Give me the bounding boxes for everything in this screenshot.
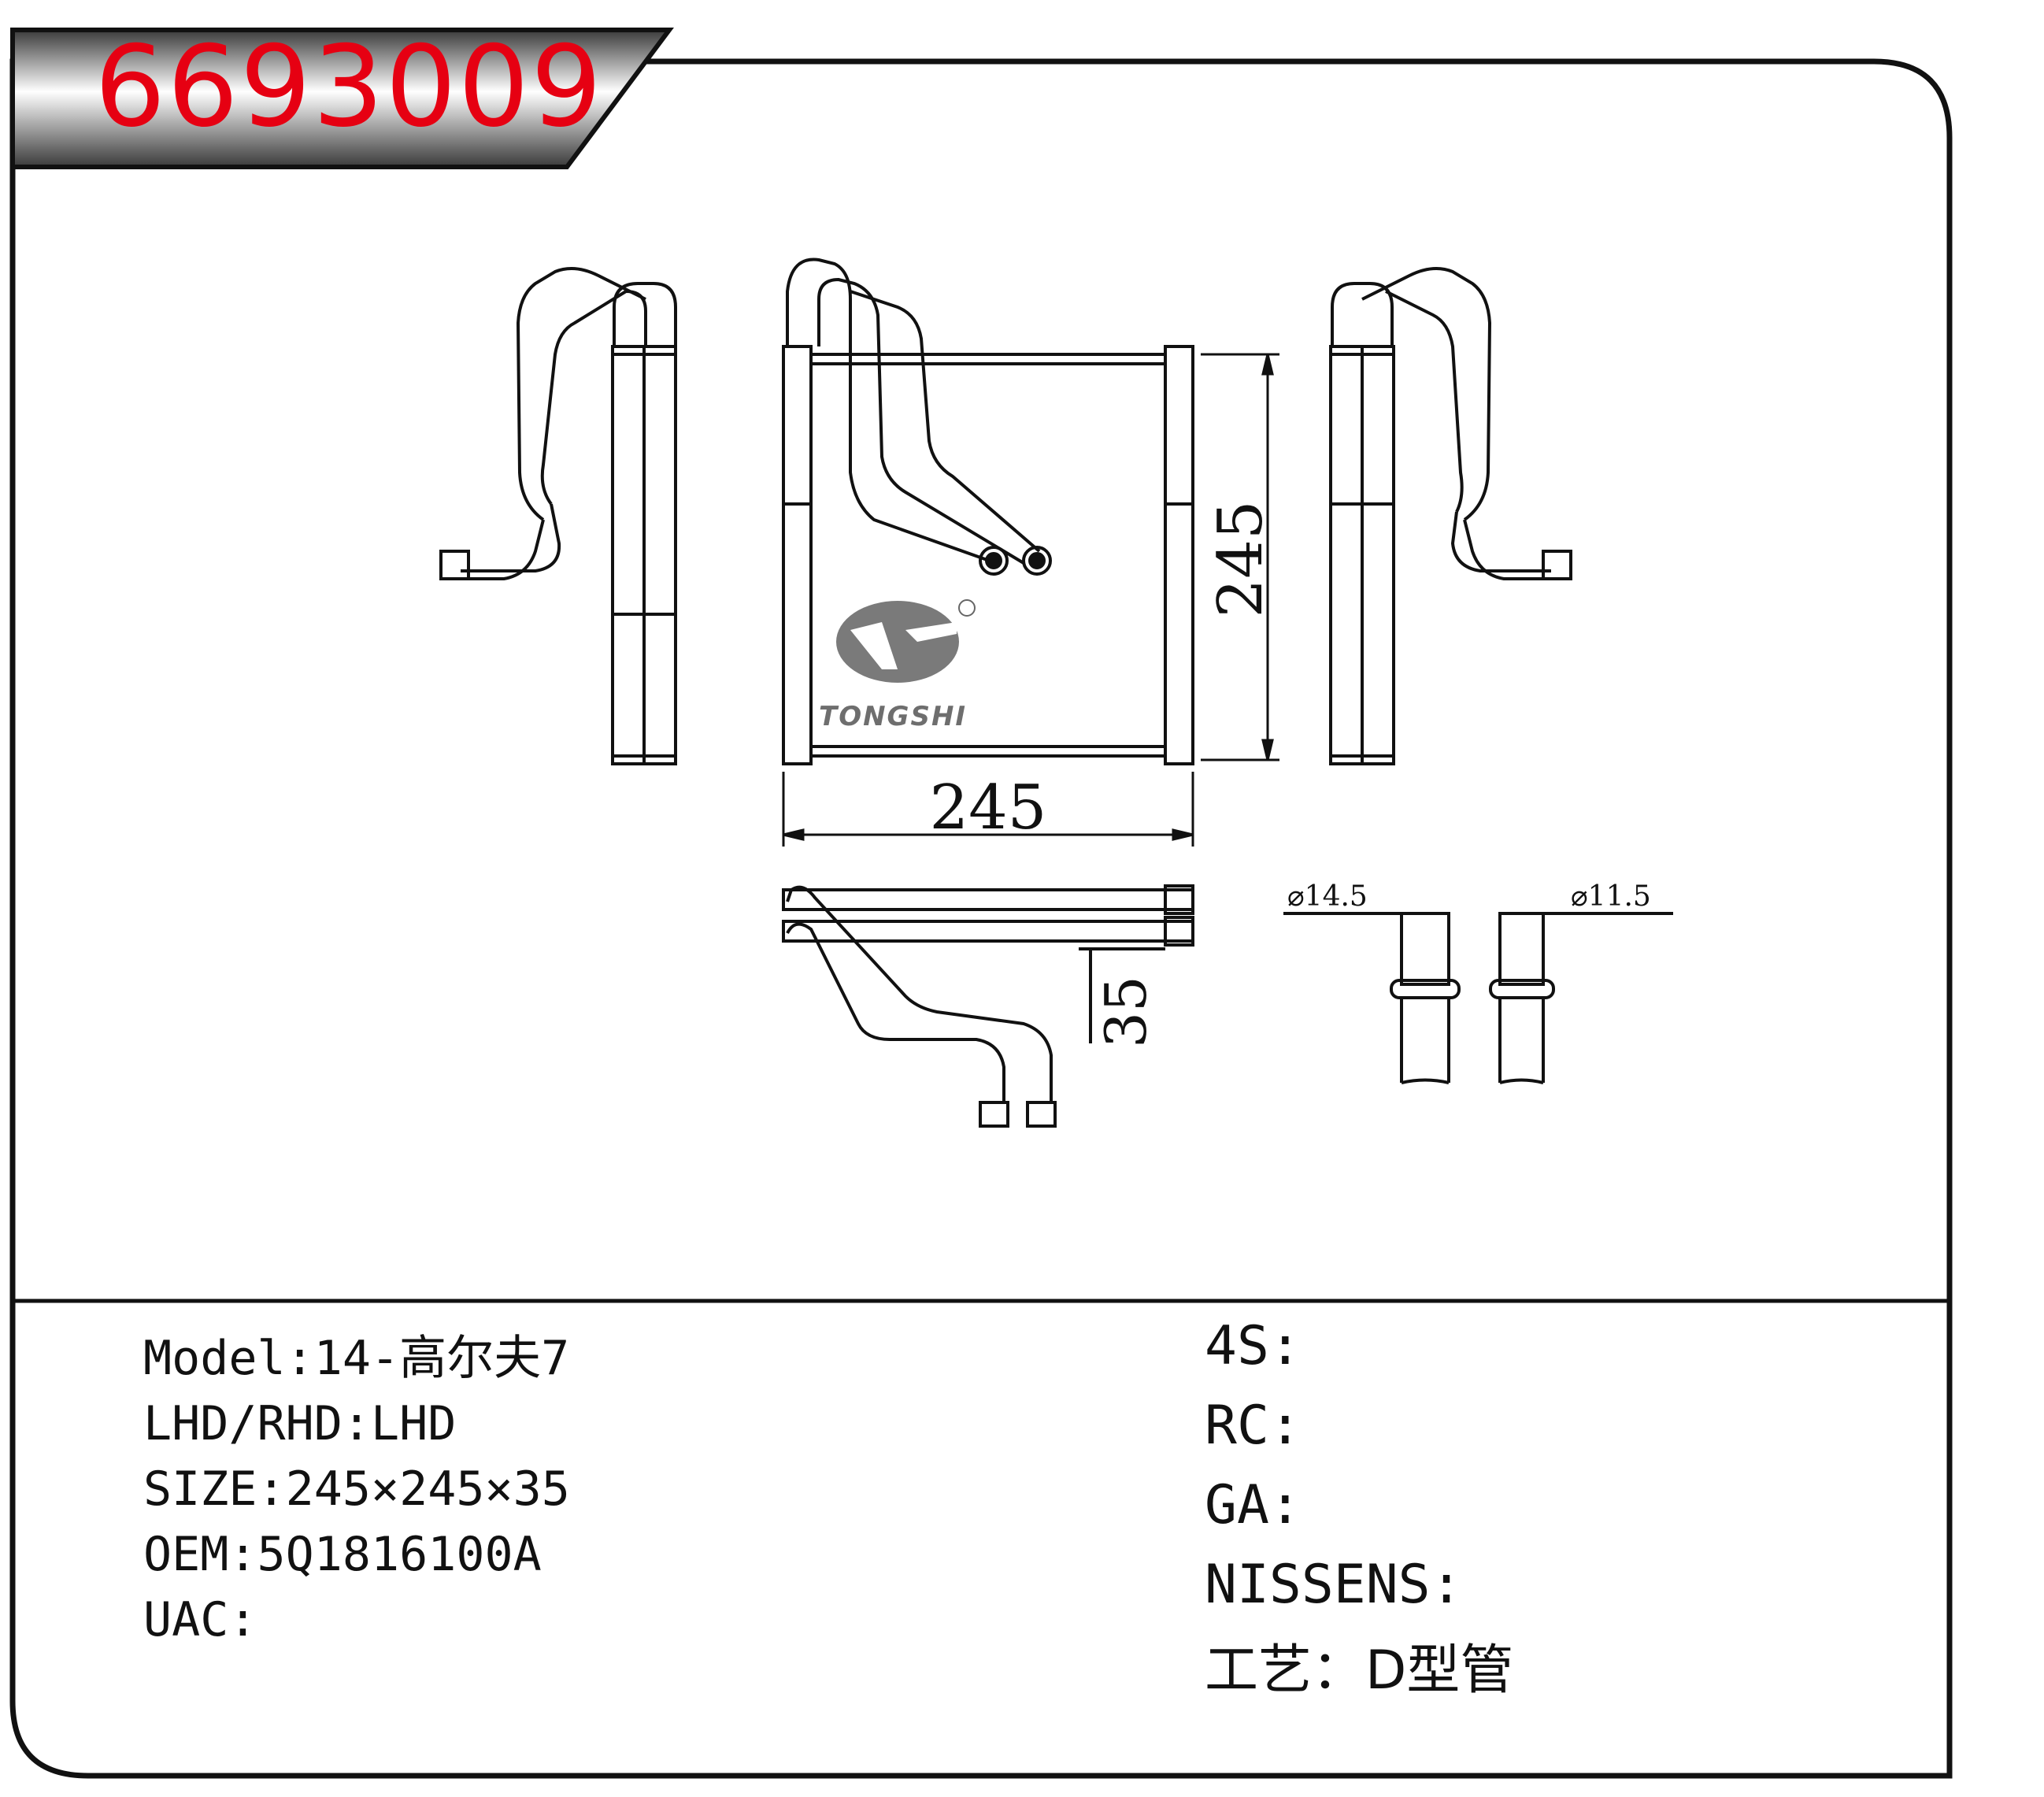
spec-oem: OEM:5Q1816100A (143, 1527, 542, 1582)
pipe-ends (1283, 912, 1673, 1084)
spec-ga: GA: (1205, 1474, 1302, 1536)
spec-rc: RC: (1205, 1395, 1302, 1457)
brand-name: TONGSHI (819, 701, 968, 732)
top-view (782, 884, 1194, 1128)
spec-model: Model:14-高尔夫7 (143, 1331, 570, 1386)
part-number: 6693009 (94, 22, 604, 152)
spec-process: 工艺：D型管 (1205, 1640, 1514, 1702)
spec-4s: 4S: (1205, 1315, 1302, 1377)
front-width-label: 245 (930, 773, 1047, 843)
depth-label: 35 (1093, 976, 1159, 1048)
front-view (782, 258, 1194, 765)
tongshi-logo (836, 599, 976, 683)
pipe-diameter-small-label: ⌀11.5 (1571, 880, 1651, 913)
spec-size: SIZE:245×245×35 (143, 1462, 570, 1517)
spec-nissens: NISSENS: (1205, 1554, 1463, 1616)
right-side-view (1329, 267, 1572, 765)
pipe-diameter-large-label: ⌀14.5 (1287, 880, 1368, 913)
front-height-label: 245 (1205, 501, 1276, 618)
spec-uac: UAC: (143, 1592, 257, 1647)
front-dimensions (782, 353, 1279, 847)
part-number-tag (10, 28, 674, 169)
left-side-view (439, 267, 677, 765)
spec-drive-side: LHD/RHD:LHD (143, 1396, 457, 1451)
